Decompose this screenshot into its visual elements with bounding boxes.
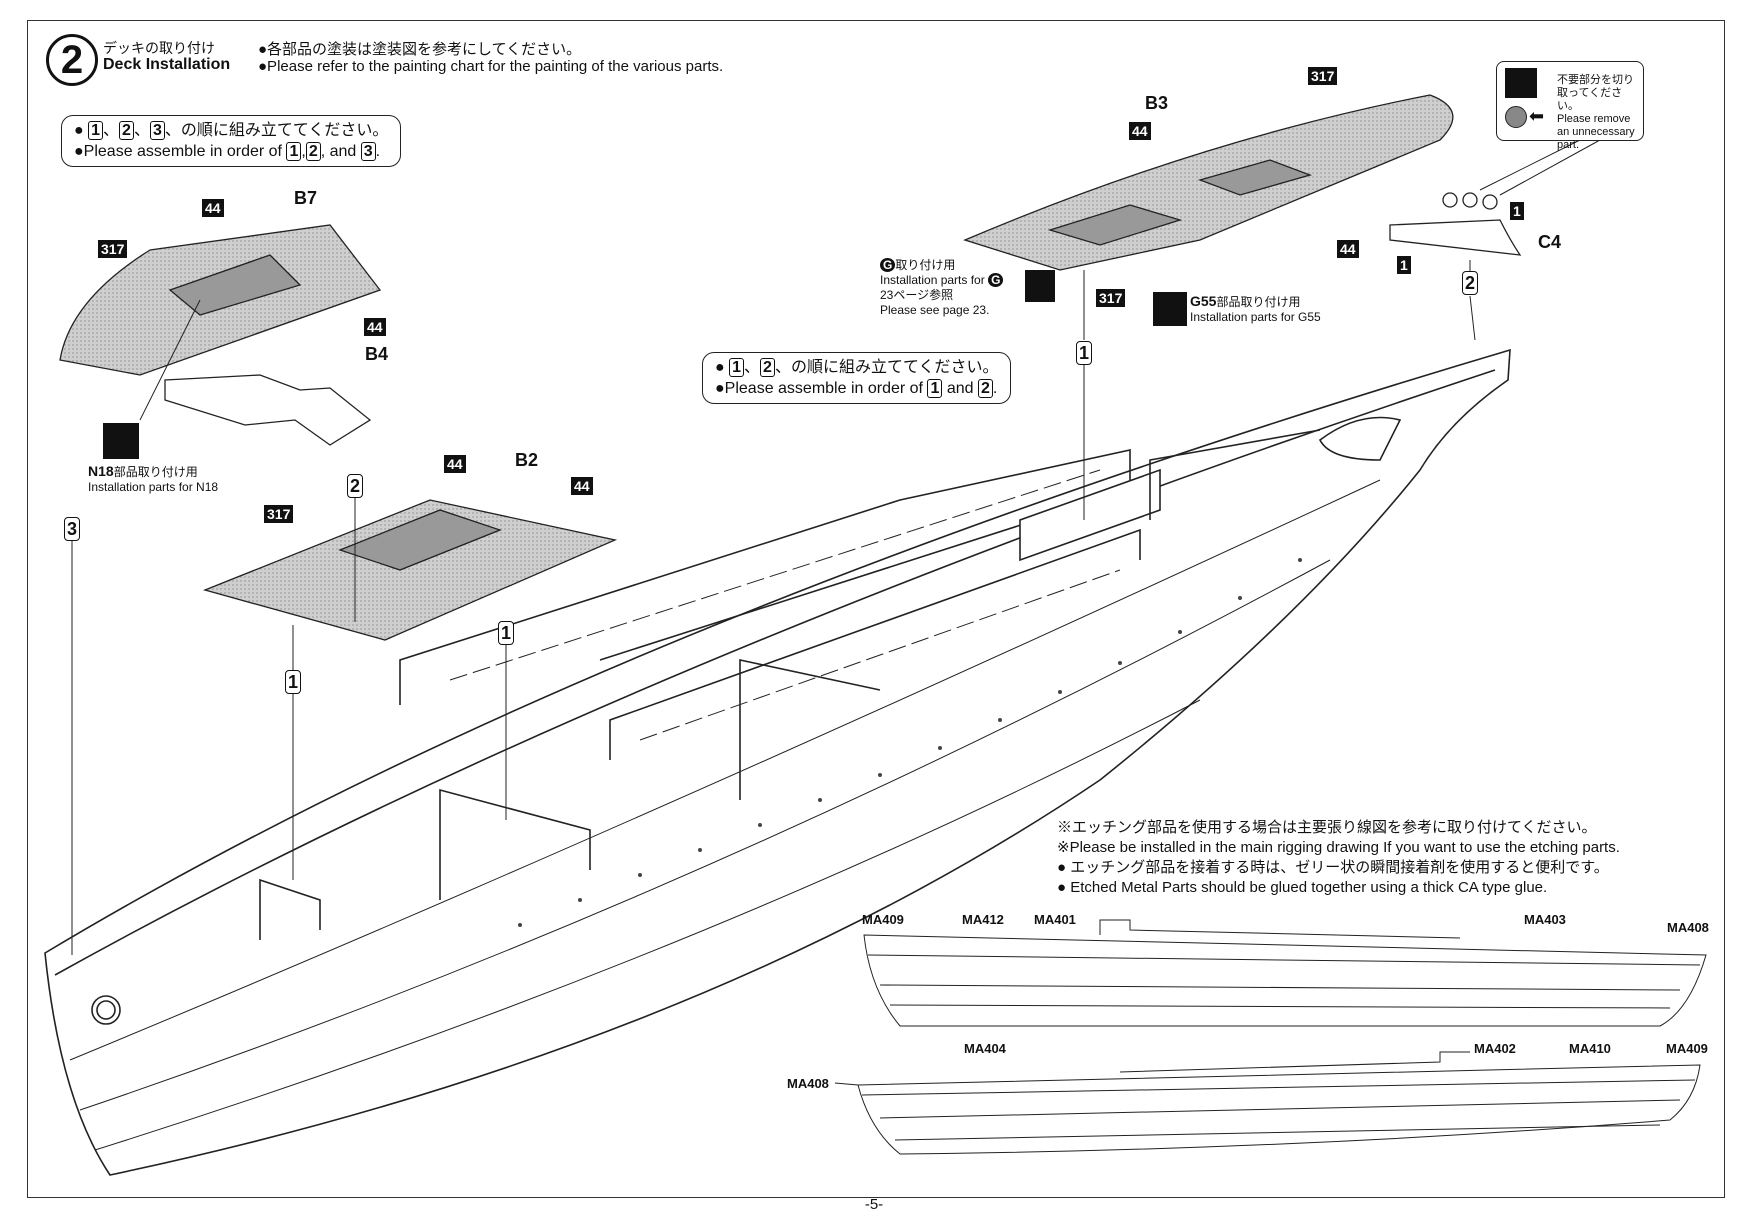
step-ref: 2 bbox=[977, 379, 993, 398]
n18-installation-callout: N18部品取り付け用 Installation parts for N18 bbox=[88, 463, 219, 495]
etching-note: ● エッチング部品を接着する時は、ゼリー状の瞬間接着剤を使用すると便利です。 bbox=[1057, 859, 1609, 876]
assembly-order-box-2: ● 1、2、の順に組み立ててください。 ●Please assemble in … bbox=[702, 352, 1012, 404]
rigging-label: MA408 bbox=[1667, 920, 1709, 935]
hull bbox=[44, 348, 1511, 1176]
paint-code-1: 1 bbox=[1397, 256, 1411, 274]
rigging-label: MA410 bbox=[1569, 1041, 1611, 1056]
pin-icon bbox=[1153, 292, 1187, 326]
paint-code-44: 44 bbox=[364, 318, 386, 336]
order-jp: ● 1、2、3、の順に組み立ててください。 bbox=[74, 121, 389, 140]
rigging-label: MA404 bbox=[964, 1041, 1006, 1056]
etching-notes: ※エッチング部品を使用する場合は主要張り線図を参考に取り付けてください。 ※Pl… bbox=[1057, 818, 1620, 898]
g-page-en: Please see page 23. bbox=[880, 303, 990, 317]
rigging-label: MA401 bbox=[1034, 912, 1076, 927]
title-jp: デッキの取り付け bbox=[103, 40, 215, 56]
step-ref: 1 bbox=[729, 358, 745, 377]
part-label-b7: B7 bbox=[294, 188, 318, 208]
part-label-b2: B2 bbox=[515, 450, 539, 470]
step-marker-2: 2 bbox=[1462, 271, 1478, 295]
rigging-label: MA409 bbox=[1666, 1041, 1708, 1056]
step-marker-2: 2 bbox=[347, 474, 363, 498]
part-b4 bbox=[164, 374, 372, 446]
etching-note: ※Please be installed in the main rigging… bbox=[1057, 839, 1620, 856]
order-en: ●Please assemble in order of 1,2, and 3. bbox=[74, 142, 381, 161]
g-badge: G bbox=[988, 273, 1004, 287]
remove-note-en: Please remove an unnecessary part. bbox=[1557, 113, 1635, 151]
step-ref: 3 bbox=[360, 142, 376, 161]
g-page-jp: 23ページ参照 bbox=[880, 288, 954, 302]
part-label-c4: C4 bbox=[1538, 232, 1562, 252]
portholes bbox=[518, 558, 1302, 927]
assembly-order-box-1: ● 1、2、3、の順に組み立ててください。 ●Please assemble i… bbox=[61, 115, 402, 167]
order-jp: ● 1、2、の順に組み立ててください。 bbox=[715, 358, 999, 377]
step-number-badge: 2 bbox=[46, 34, 98, 86]
paint-code-44: 44 bbox=[202, 199, 224, 217]
paint-code-317: 317 bbox=[98, 240, 128, 258]
rigging-label: MA408 bbox=[787, 1076, 829, 1091]
step-ref: 2 bbox=[760, 358, 775, 377]
remove-note-jp: 不要部分を切り取ってください。 bbox=[1557, 74, 1634, 112]
g-badge: G bbox=[880, 258, 896, 272]
arrow-left-icon: ⬅ bbox=[1529, 106, 1545, 126]
step-ref: 1 bbox=[88, 121, 104, 140]
etching-note: ● Etched Metal Parts should be glued tog… bbox=[1057, 879, 1548, 896]
paint-code-44: 44 bbox=[1337, 240, 1359, 258]
part-label-b3: B3 bbox=[1145, 93, 1169, 113]
step-ref: 1 bbox=[286, 142, 302, 161]
deck-b3 bbox=[963, 94, 1454, 271]
painting-note-jp: ●各部品の塗装は塗装図を参考にしてください。 bbox=[258, 41, 582, 58]
rigging-label: MA403 bbox=[1524, 912, 1566, 927]
paint-code-44: 44 bbox=[444, 455, 466, 473]
part-icon bbox=[1505, 106, 1527, 128]
side-view-top bbox=[863, 919, 1707, 1027]
step-ref: 1 bbox=[927, 379, 943, 398]
paint-code-44: 44 bbox=[1129, 122, 1151, 140]
page-number: -5- bbox=[864, 1196, 884, 1213]
paint-code-317: 317 bbox=[264, 505, 294, 523]
side-view-bottom bbox=[834, 1051, 1701, 1155]
g55-installation-callout: G55部品取り付け用 Installation parts for G55 bbox=[1190, 293, 1321, 325]
paint-code-44: 44 bbox=[571, 477, 593, 495]
step-marker-1: 1 bbox=[1076, 341, 1092, 365]
rigging-label: MA412 bbox=[962, 912, 1004, 927]
paint-code-317: 317 bbox=[1096, 289, 1126, 307]
step-marker-1: 1 bbox=[285, 670, 301, 694]
page-frame bbox=[27, 20, 1725, 1198]
part-label-b4: B4 bbox=[365, 344, 389, 364]
paint-code-317: 317 bbox=[1308, 67, 1338, 85]
leader-lines bbox=[71, 139, 1601, 955]
part-c4 bbox=[1389, 192, 1522, 256]
remove-part-note: ⬅ 不要部分を切り取ってください。 Please remove an unnec… bbox=[1496, 61, 1644, 151]
painting-note-en: ●Please refer to the painting chart for … bbox=[258, 58, 724, 75]
pin-icon bbox=[103, 423, 139, 459]
step-marker-1: 1 bbox=[498, 621, 514, 645]
rigging-label: MA409 bbox=[862, 912, 904, 927]
step-ref: 2 bbox=[119, 121, 134, 140]
rigging-label: MA402 bbox=[1474, 1041, 1516, 1056]
cut-icon bbox=[1505, 68, 1537, 98]
pin-icon bbox=[1025, 270, 1055, 302]
deck-b7 bbox=[59, 224, 382, 376]
step-marker-3: 3 bbox=[64, 517, 80, 541]
order-en: ●Please assemble in order of 1 and 2. bbox=[715, 379, 998, 398]
title-en: Deck Installation bbox=[103, 56, 231, 73]
step-ref: 2 bbox=[305, 142, 321, 161]
step-ref: 3 bbox=[149, 121, 165, 140]
etching-note: ※エッチング部品を使用する場合は主要張り線図を参考に取り付けてください。 bbox=[1057, 819, 1597, 836]
paint-code-1: 1 bbox=[1510, 202, 1524, 220]
